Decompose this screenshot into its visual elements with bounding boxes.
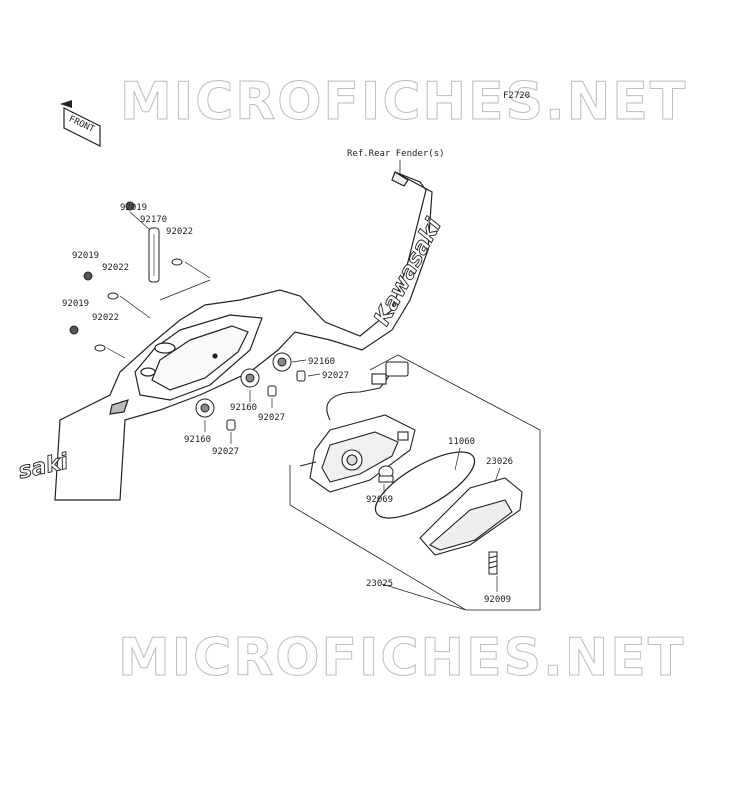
bulb-icon	[378, 465, 394, 483]
small-hardware	[69, 201, 183, 352]
screw-icon	[488, 551, 498, 575]
assembly-bracket	[289, 354, 541, 611]
part-label-92022-a: 92022	[166, 227, 193, 237]
leader-lines-left	[106, 211, 211, 359]
part-label-92027-b: 92027	[258, 413, 285, 423]
part-label-92019-b: 92019	[72, 251, 99, 261]
diagram-code: F2720	[503, 91, 530, 101]
leader-lines-right	[204, 359, 501, 611]
part-label-92022-c: 92022	[92, 313, 119, 323]
brand-logo: Kawasaki	[370, 214, 447, 330]
rear-fender	[54, 171, 433, 501]
part-label-92027-c: 92027	[212, 447, 239, 457]
part-label-23025: 23025	[366, 579, 393, 589]
part-label-92170: 92170	[140, 215, 167, 225]
part-label-92022-b: 92022	[102, 263, 129, 273]
grommets	[195, 352, 306, 431]
part-label-92160-a: 92160	[308, 357, 335, 367]
part-labels: 92019 92170 92022 92019 92022 92019 9202…	[62, 203, 513, 605]
front-arrow-icon: FRONT	[60, 100, 101, 147]
part-label-92160-b: 92160	[230, 403, 257, 413]
part-label-92160-c: 92160	[184, 435, 211, 445]
part-label-23026: 23026	[486, 457, 513, 467]
watermark-top: MICROFICHES.NET	[119, 72, 688, 133]
part-label-92019-a: 92019	[120, 203, 147, 213]
lens-gasket	[374, 451, 476, 519]
tail-lens	[419, 477, 523, 556]
part-label-92019-c: 92019	[62, 299, 89, 309]
part-label-92027-a: 92027	[322, 371, 349, 381]
tail-lamp-assembly	[299, 361, 416, 493]
ref-note: Ref.Rear Fender(s)	[347, 149, 445, 159]
watermark-bottom: MICROFICHES.NET	[117, 628, 686, 689]
part-label-92069: 92069	[366, 495, 393, 505]
part-label-11060: 11060	[448, 437, 475, 447]
part-label-92009: 92009	[484, 595, 511, 605]
